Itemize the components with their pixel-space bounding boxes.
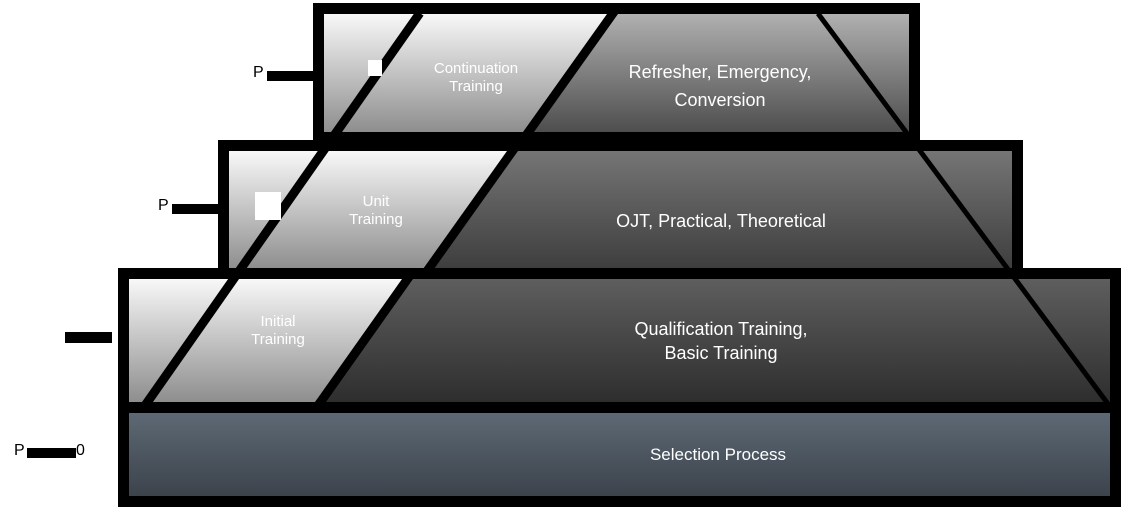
redaction-square-tier1 [368, 60, 382, 76]
continuation-description: Refresher, Emergency, Conversion [570, 58, 870, 114]
continuation-training-label: Continuation Training [376, 60, 576, 96]
tier-initial-training: Initial Training Qualification Training,… [118, 268, 1121, 413]
initial-desc-line2: Basic Training [664, 343, 778, 363]
tier-initial-inner: Initial Training Qualification Training,… [129, 279, 1110, 402]
redaction-square-tier2 [255, 192, 281, 220]
unit-training-label: Unit Training [276, 193, 476, 229]
unit-description: OJT, Practical, Theoretical [571, 207, 871, 235]
continuation-label-line1: Continuation [433, 60, 519, 77]
redaction-bar-lower [65, 332, 112, 343]
redaction-bar-top [267, 71, 317, 81]
continuation-label-line2: Training [449, 78, 503, 95]
initial-training-label: Initial Training [178, 313, 378, 349]
selection-process-panel: Selection Process [129, 413, 1110, 496]
phase-label-bottom-prefix: P [14, 442, 25, 459]
unit-label-line1: Unit [362, 193, 390, 210]
unit-desc-line1: OJT, Practical, Theoretical [616, 211, 826, 231]
tier-continuation-inner: Continuation Training Refresher, Emergen… [324, 14, 909, 132]
redaction-bar-middle [172, 204, 219, 214]
continuation-desc-line1: Refresher, Emergency, [628, 62, 812, 82]
tier-unit-inner: Unit Training OJT, Practical, Theoretica… [229, 151, 1012, 269]
unit-dark-panel [434, 151, 1012, 269]
initial-description: Qualification Training, Basic Training [571, 317, 871, 365]
initial-desc-line1: Qualification Training, [634, 319, 808, 339]
unit-label-line2: Training [349, 211, 403, 228]
continuation-desc-line2: Conversion [674, 90, 766, 110]
base-selection-process: Selection Process [118, 402, 1121, 507]
tier-unit-training: Unit Training OJT, Practical, Theoretica… [218, 140, 1023, 280]
tier-continuation-training: Continuation Training Refresher, Emergen… [313, 3, 920, 143]
phase-label-bottom-suffix: 0 [76, 442, 85, 459]
phase-label-top: P [253, 64, 264, 81]
phase-label-middle: P [158, 197, 169, 214]
initial-dark-panel [326, 279, 1110, 402]
selection-process-label: Selection Process [649, 445, 787, 464]
redaction-bar-bottom [27, 448, 76, 458]
initial-label-line1: Initial [260, 313, 296, 330]
initial-label-line2: Training [251, 331, 305, 348]
